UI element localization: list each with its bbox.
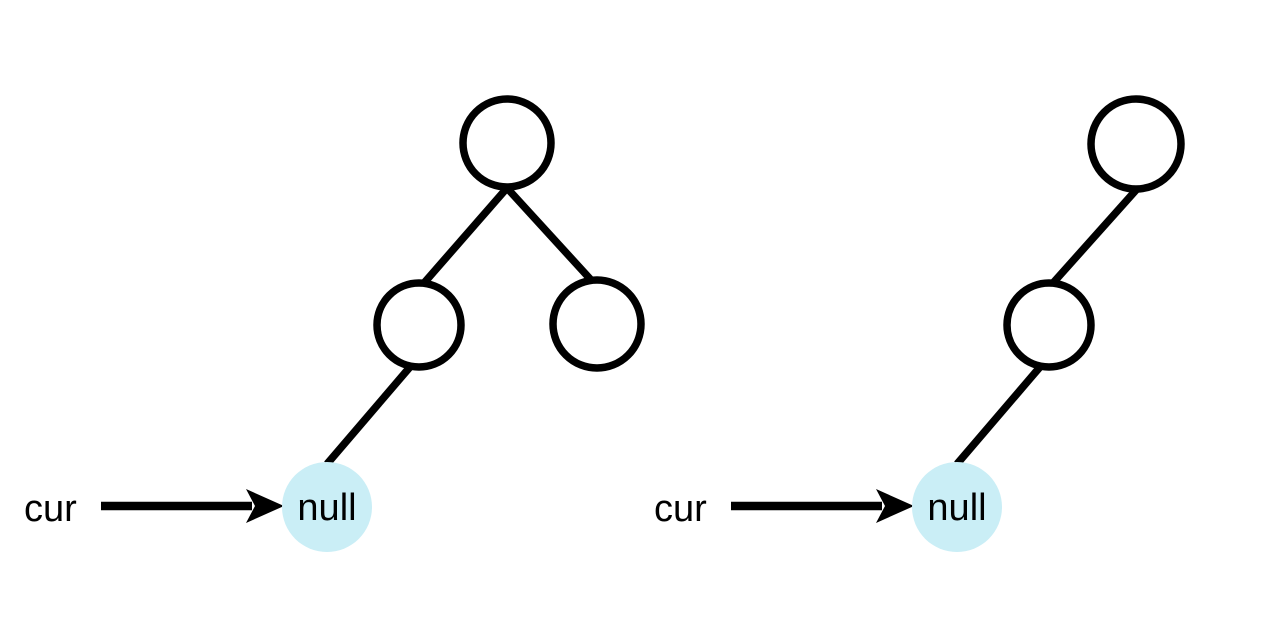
null-node-circle[interactable] (282, 462, 372, 552)
null-node-circle[interactable] (912, 462, 1002, 552)
pointer-label-cur: cur (654, 488, 707, 530)
edge-left-to-null (954, 364, 1043, 467)
left-tree-diagram: cur null (24, 95, 645, 552)
pointer-arrowhead (876, 489, 914, 523)
null-node-label: null (927, 487, 986, 529)
tree-node-circle[interactable] (1003, 279, 1095, 371)
panels-group: cur null cur null (24, 95, 1185, 552)
edge-left-to-null (324, 364, 413, 467)
cur-pointer-arrow[interactable] (731, 489, 914, 523)
tree-node-circle[interactable] (459, 95, 555, 191)
edge-root-to-left (421, 185, 510, 286)
tree-node-circle[interactable] (549, 276, 645, 372)
pointer-label-cur: cur (24, 488, 77, 530)
pointer-arrowhead (246, 489, 284, 523)
cur-pointer-arrow[interactable] (101, 489, 284, 523)
tree-node-circle[interactable] (373, 279, 465, 371)
tree-node-circle[interactable] (1087, 95, 1185, 193)
edge-root-to-right (504, 185, 595, 284)
edge-root-to-left (1050, 186, 1140, 286)
null-node-label: null (297, 487, 356, 529)
right-tree-diagram: cur null (654, 95, 1185, 552)
